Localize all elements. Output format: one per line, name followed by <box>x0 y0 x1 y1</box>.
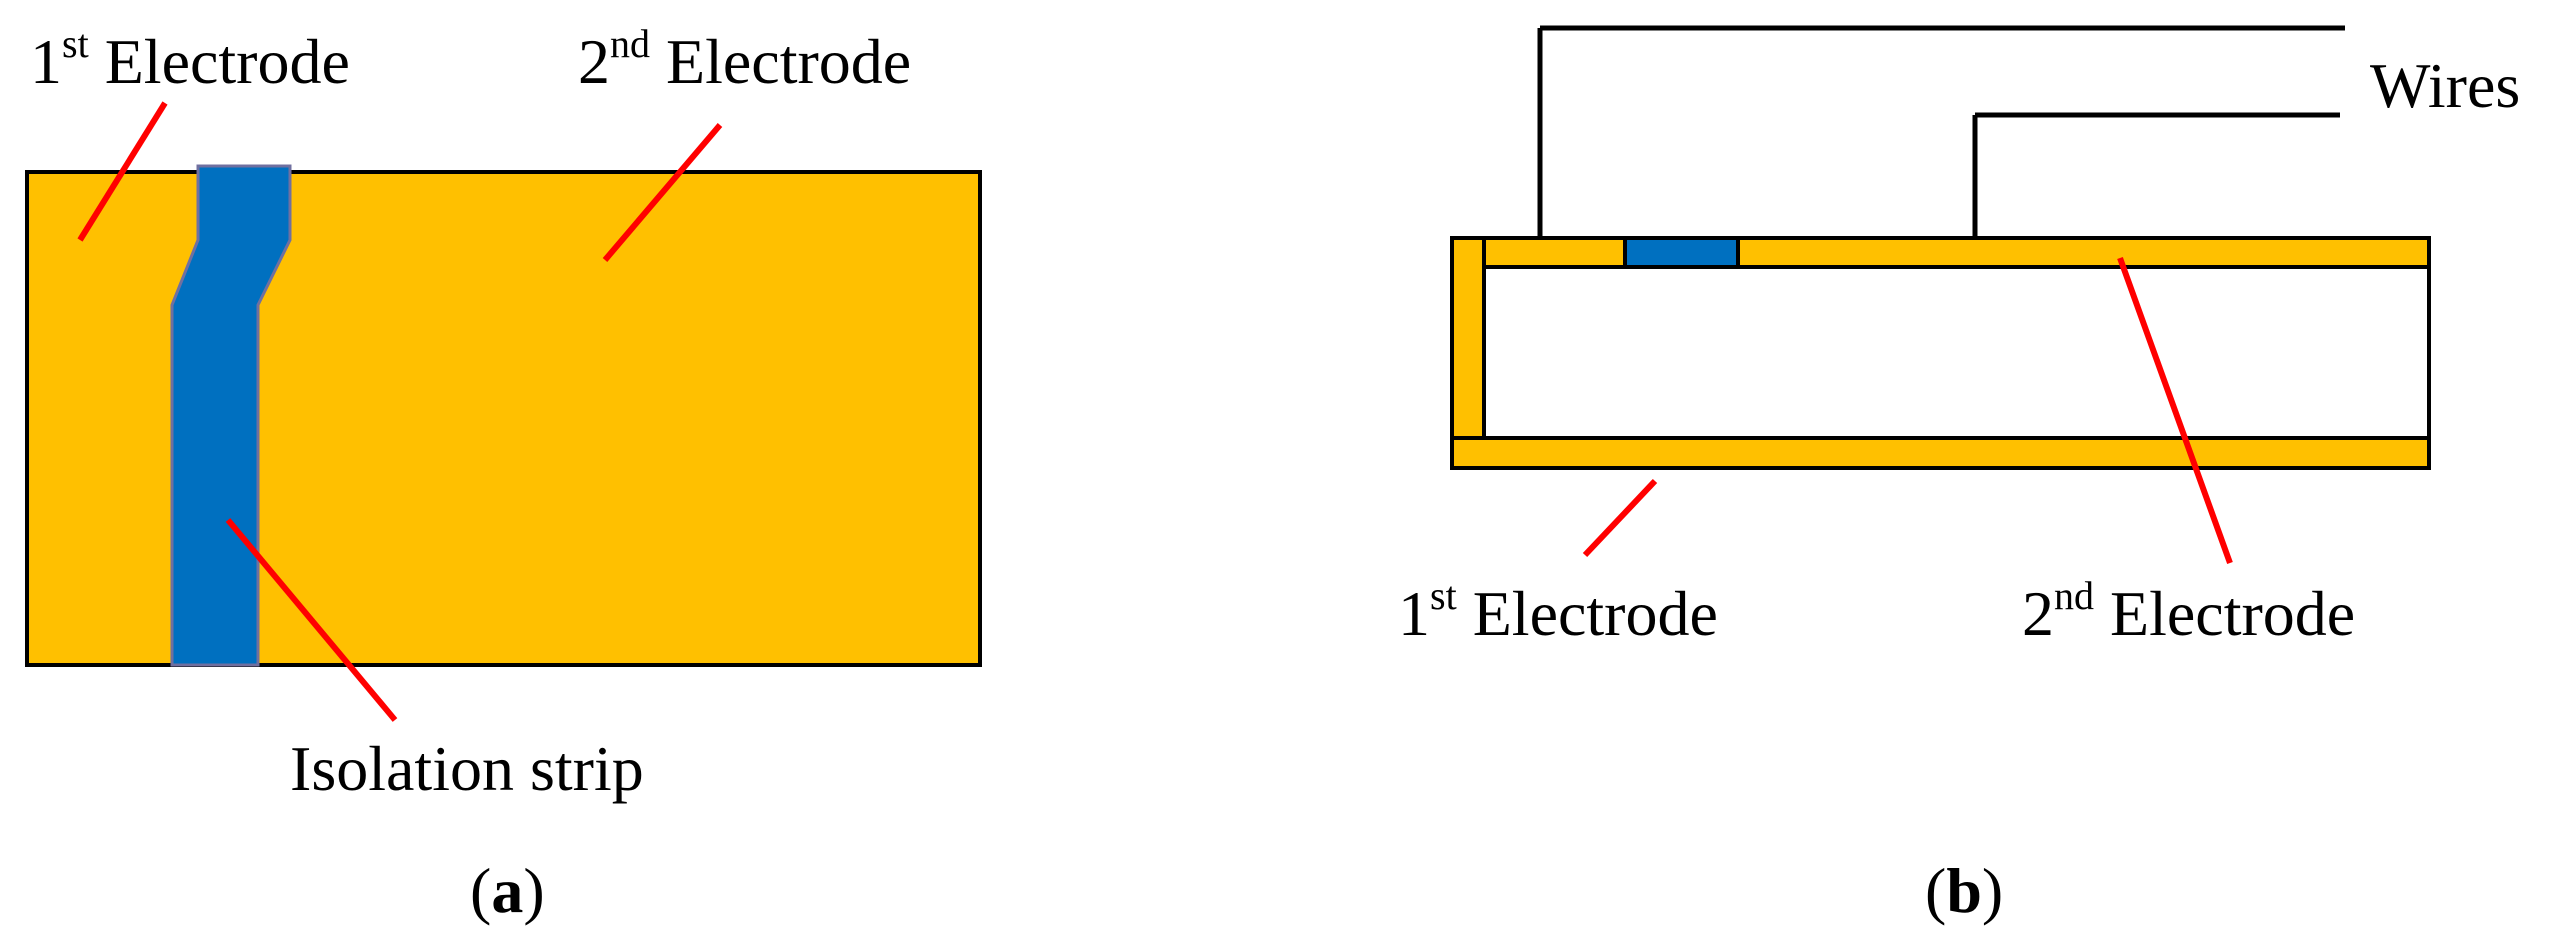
panel-b-label-electrode-1: 1st Electrode <box>1398 573 1718 649</box>
panel-b-leader-electrode-2 <box>2117 256 2233 565</box>
panel-b-substrate <box>1482 265 2431 440</box>
panel-b-label-electrode-2: 2nd Electrode <box>2022 573 2355 649</box>
panel-b-leader-electrode-1 <box>1582 478 1658 558</box>
panel-b-left-electrode-wrap <box>1450 236 1486 470</box>
panel-a-leader-electrode-1 <box>77 101 168 242</box>
panel-a-label-isolation: Isolation strip <box>290 733 644 804</box>
panel-a-leader-isolation <box>225 518 398 722</box>
panel-a-isolation-strip <box>170 164 292 667</box>
panel-a-leader-electrode-2 <box>602 123 723 262</box>
panel-a-electrode-plate <box>25 170 982 667</box>
panel-b-isolation-gap <box>1623 236 1740 269</box>
panel-b-bottom-electrode-layer <box>1450 436 2431 470</box>
panel-b: Wires 1st Electrode 2nd Electrode (b) <box>1398 25 2520 926</box>
panel-a: 1st Electrode 2nd Electrode Isolation st… <box>25 21 982 926</box>
panel-b-label-wires: Wires <box>2370 50 2520 121</box>
panel-a-label-electrode-2: 2nd Electrode <box>578 21 911 97</box>
panel-a-caption: (a) <box>470 855 545 926</box>
panel-b-top-electrode-layer <box>1450 236 2431 269</box>
panel-a-label-electrode-1: 1st Electrode <box>30 21 350 97</box>
panel-b-caption: (b) <box>1925 855 2003 926</box>
